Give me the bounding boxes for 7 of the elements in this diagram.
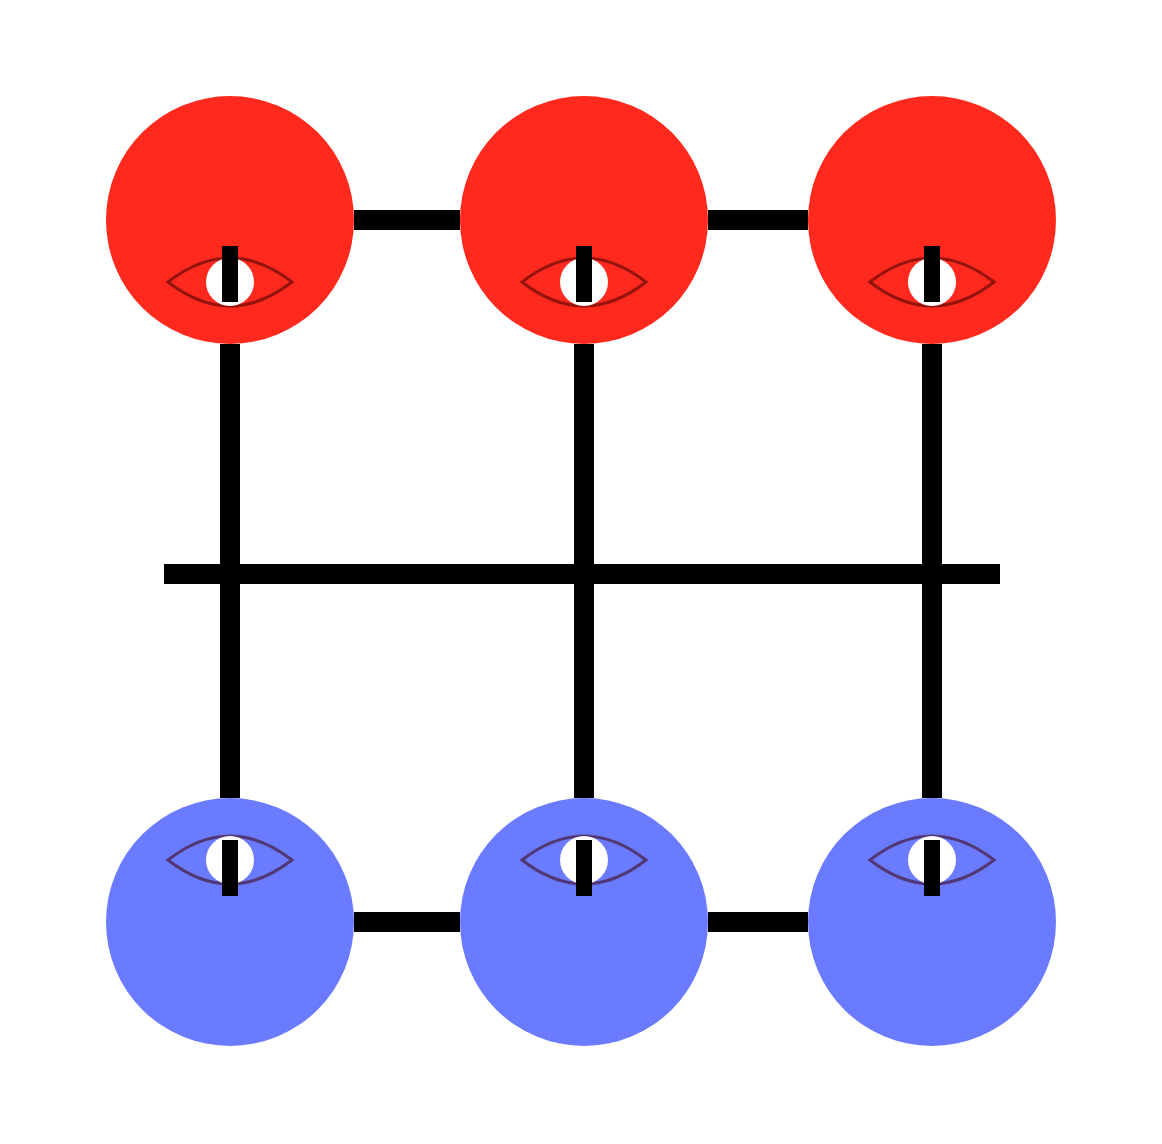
connector-line — [922, 344, 942, 798]
connector-line — [708, 912, 808, 932]
connector-line — [220, 344, 240, 798]
connector-line — [354, 912, 460, 932]
connector-line — [354, 210, 460, 230]
connector-line — [574, 344, 594, 798]
connector-line — [708, 210, 808, 230]
